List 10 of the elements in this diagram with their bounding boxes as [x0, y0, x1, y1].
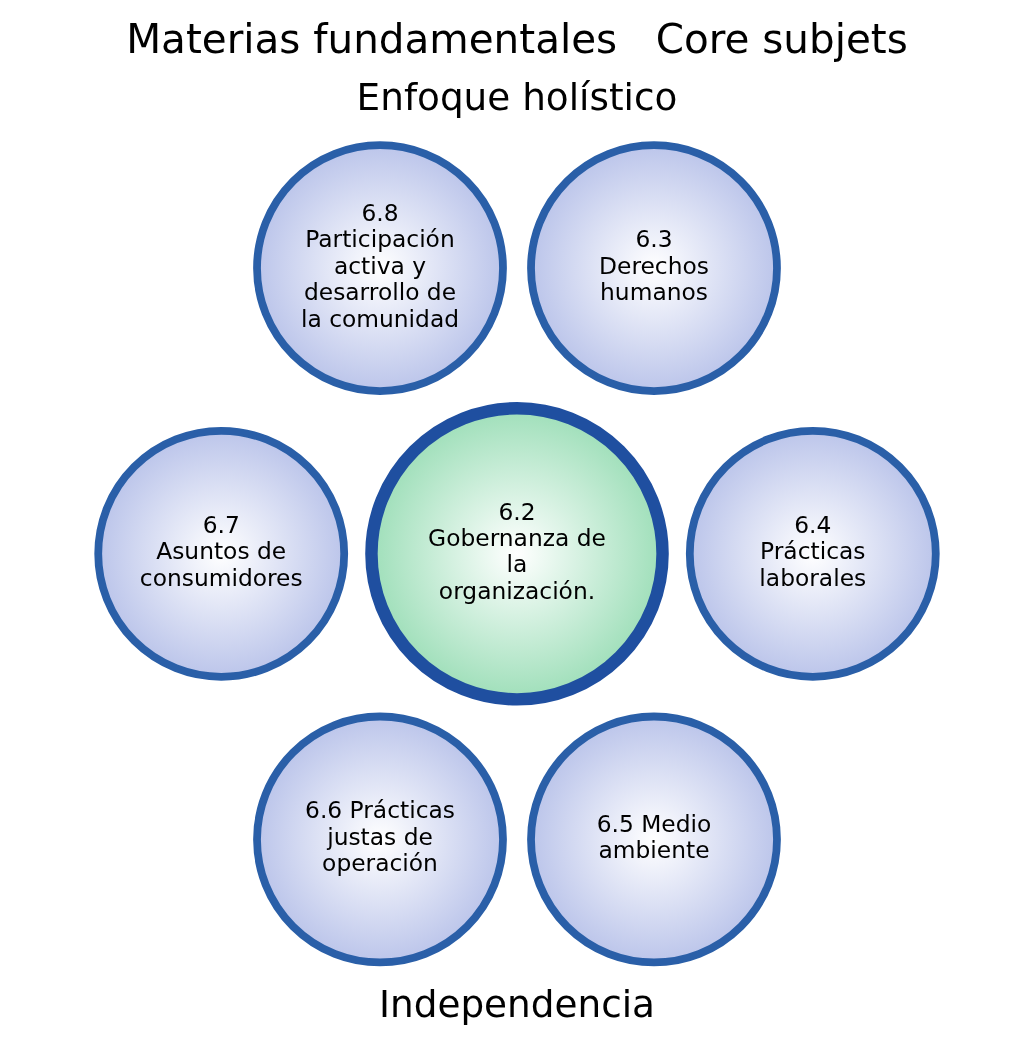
label: Enfoque holístico	[356, 74, 677, 119]
label: Independencia	[378, 982, 655, 1027]
diagram-title: Materias fundamentales Core subjets	[125, 14, 908, 63]
node-circle: 6.7 Asuntos de consumidores	[93, 426, 348, 681]
node-circle: 6.2 Gobernanza de la organización.	[364, 402, 669, 706]
node-circle: 6.4 Prácticas laborales	[685, 426, 940, 681]
node-circle: 6.5 Medio ambiente	[526, 712, 781, 967]
node-circle: 6.8 Participación activa y desarrollo de la comunidad	[252, 141, 507, 395]
node-circle: 6.6 Prácticas justas de operación	[252, 712, 507, 967]
node-circle: 6.3 Derechos humanos	[526, 141, 781, 395]
